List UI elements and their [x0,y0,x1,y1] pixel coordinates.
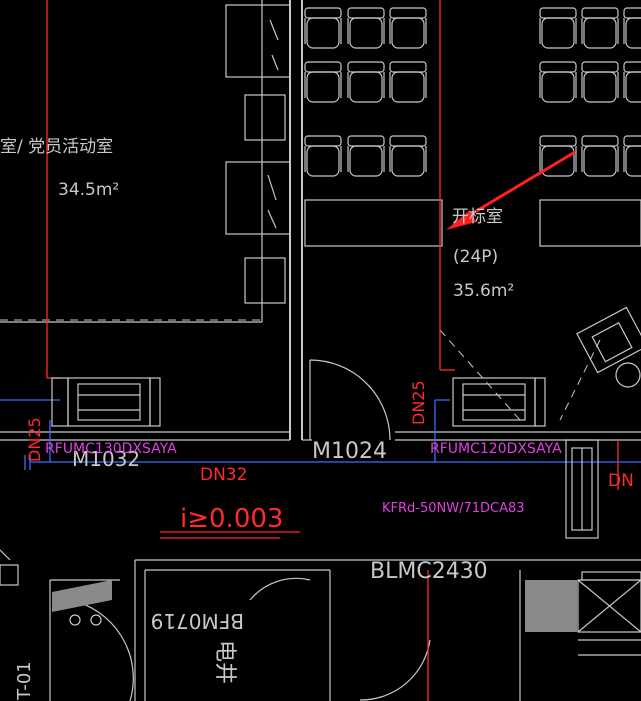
fcu-mid-unit[interactable] [452,377,546,427]
fcu-left-label: RFUMC130DXSAYA [45,441,177,457]
indoor-unit-label: KFRd-50NW/71DCA83 [382,501,525,516]
lower-left-equipment [0,549,112,626]
dashed-lines [0,319,601,421]
pipes-blue [0,399,641,470]
auditorium-seat [581,61,619,103]
pipes-red [46,0,619,701]
auditorium-seat [389,61,427,103]
auditorium-seat [304,135,342,177]
room-name-party: 室/ 党员活动室 [0,137,113,157]
room-capacity-bid: (24P) [453,247,498,267]
shaft-label: 电井 [212,640,237,684]
auditorium-seat [623,7,641,49]
room-area-bid: 35.6m² [453,281,514,301]
pointer-arrow [446,150,576,230]
left-furniture [225,4,291,304]
auditorium-seat [389,7,427,49]
slope-label: i≥0.003 [180,504,283,534]
auditorium-seat [539,61,577,103]
auditorium-seat [347,7,385,49]
door-label-m1024: M1024 [312,439,387,464]
fcu-left-unit[interactable] [51,377,161,427]
meeting-tables [304,199,641,247]
auditorium-seat [347,61,385,103]
auditorium-seat [623,61,641,103]
auditorium-seat [347,135,385,177]
door-label-fragment: T-01 [14,661,35,701]
auditorium-seat [304,7,342,49]
room-name-bid: 开标室 [452,207,503,227]
slope-annotation-lines [160,531,300,539]
room-area-party: 34.5m² [58,180,119,200]
indoor-unit-right[interactable] [565,439,599,539]
auditorium-seat [539,135,577,177]
door-label-blmc: BLMC2430 [370,559,488,584]
auditorium-seat [581,135,619,177]
auditorium-seat [539,7,577,49]
fcu-mid-label: RFUMC120DXSAYA [430,441,562,457]
door-label-bfm: BFM0719 [151,609,244,633]
door-swings [69,359,431,701]
auditorium-seat [581,7,619,49]
pipe-label-dn32: DN32 [200,465,247,485]
auditorium-seats [304,7,641,177]
lounge-chair [576,306,641,388]
door-label-m1032: M1032 [72,447,140,471]
pipe-label-dn25-left: DN25 [25,417,44,462]
auditorium-seat [389,135,427,177]
pipe-label-dn25-mid: DN25 [409,380,428,425]
exhaust-equipment [519,570,641,701]
auditorium-seat [304,61,342,103]
pipe-label-dn-right: DN [608,471,634,491]
auditorium-seat [623,135,641,177]
